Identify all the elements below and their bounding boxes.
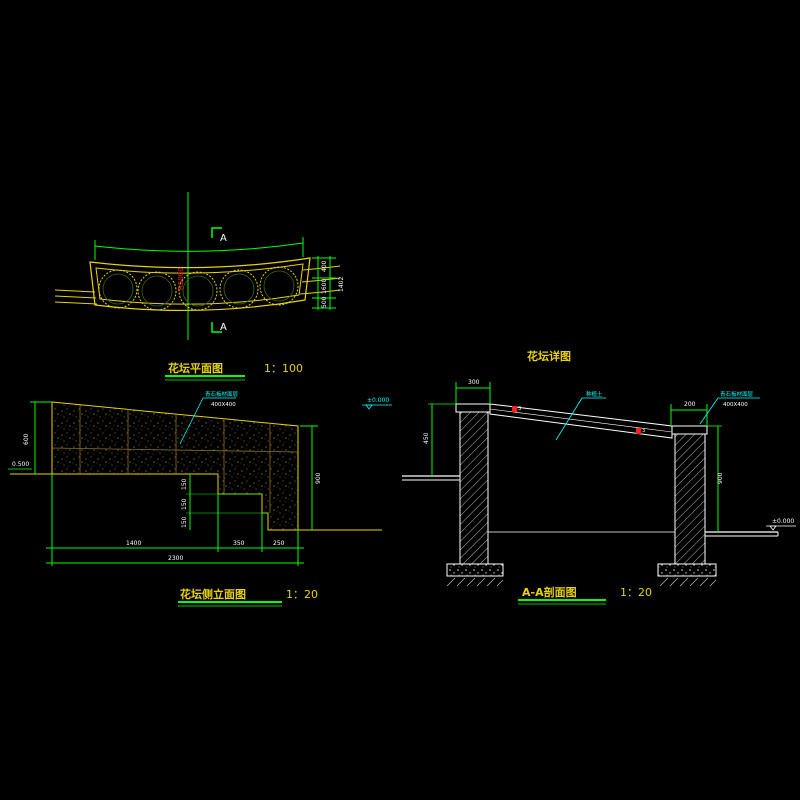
elev-step-dim: 150	[181, 516, 188, 528]
shrub-icon	[137, 271, 177, 311]
planter-outline	[89, 257, 311, 312]
shrub-icon	[259, 266, 299, 306]
stone-note-leader	[699, 397, 719, 425]
plan-view: A A R5000	[54, 192, 345, 381]
plan-title: 花坛平面图	[168, 361, 223, 375]
section-tag-left: 3	[518, 406, 521, 412]
section-right-footing	[657, 563, 717, 577]
section-tag-right-mark	[636, 428, 641, 434]
elev-dim-250: 250	[273, 540, 285, 547]
section-dim-300: 300	[468, 379, 480, 386]
shrub-icon	[178, 271, 218, 311]
soil-note-leader	[555, 397, 583, 441]
earth-hatching	[446, 577, 717, 587]
section-left-cap	[455, 403, 491, 413]
section-level-right: ±0.000	[772, 518, 794, 525]
section-marker-top	[211, 227, 222, 238]
side-elevation: 600 0.500 青石板材面层 400X400 900 150 150 150…	[8, 390, 382, 607]
elevation-title: 花坛侧立面图	[180, 587, 246, 601]
walkway-line	[299, 289, 341, 295]
section-scale: 1：20	[620, 586, 652, 599]
section-title: A-A剖面图	[522, 585, 577, 599]
walkway-line	[301, 277, 341, 283]
elev-step-dim: 150	[181, 478, 188, 490]
section-right-wall	[674, 425, 706, 565]
shrub-icon	[98, 269, 138, 309]
walkway-line	[54, 295, 97, 299]
plan-scale: 1：100	[264, 362, 303, 375]
plan-dim-text: 1600	[321, 279, 328, 294]
elev-dim-900: 900	[315, 472, 322, 484]
planter-inner-outline	[95, 263, 304, 305]
section-letter-bottom: A	[220, 322, 227, 333]
shrub-icon	[219, 269, 259, 309]
section-right-cap	[670, 425, 708, 435]
plan-top-dimension	[94, 242, 304, 252]
elevation-wall	[51, 401, 299, 531]
soil-note: 种植土	[586, 390, 603, 398]
elev-dim-1400: 1400	[126, 540, 141, 547]
plan-dim-text: 500	[321, 296, 328, 308]
section-left-wall	[459, 403, 489, 565]
section-dim-200: 200	[684, 401, 696, 408]
elev-step-dim: 150	[181, 498, 188, 510]
stone-note-line2: 400X400	[723, 402, 748, 408]
section-tag-right: 3	[642, 428, 645, 434]
elevation-scale: 1：20	[286, 588, 318, 601]
walkway-line	[54, 301, 98, 305]
section-tag-left-mark	[512, 406, 517, 412]
elev-note-line1: 青石板材面层	[205, 390, 239, 398]
elev-dim-350: 350	[233, 540, 245, 547]
shrub-row	[98, 266, 299, 311]
section-level-top: ±0.000	[367, 397, 389, 404]
section-marker-bottom	[211, 322, 222, 333]
section-dim-450: 450	[423, 432, 430, 444]
walkway-line	[54, 289, 96, 293]
elev-level-left: 0.500	[12, 461, 29, 468]
section-left-footing	[446, 563, 504, 577]
plan-dim-text: 400	[321, 260, 328, 272]
plan-dim-text: 1402	[338, 277, 345, 292]
section-sloped-slab	[489, 403, 673, 439]
section-dim-900: 900	[717, 472, 724, 484]
elev-dim-2300: 2300	[168, 555, 183, 562]
stone-joint-grid	[51, 405, 299, 513]
section-letter-top: A	[220, 233, 227, 244]
section-view: ±0.000	[362, 379, 796, 605]
elev-dim-600: 600	[23, 433, 30, 445]
stone-note-line1: 青石板材面层	[720, 390, 754, 398]
detail-heading: 花坛详图	[527, 349, 571, 363]
walkway-line	[302, 265, 341, 271]
elev-note-leader	[179, 397, 204, 445]
plan-radius-label: R5000	[177, 267, 185, 290]
elev-note-line2: 400X400	[211, 402, 236, 408]
